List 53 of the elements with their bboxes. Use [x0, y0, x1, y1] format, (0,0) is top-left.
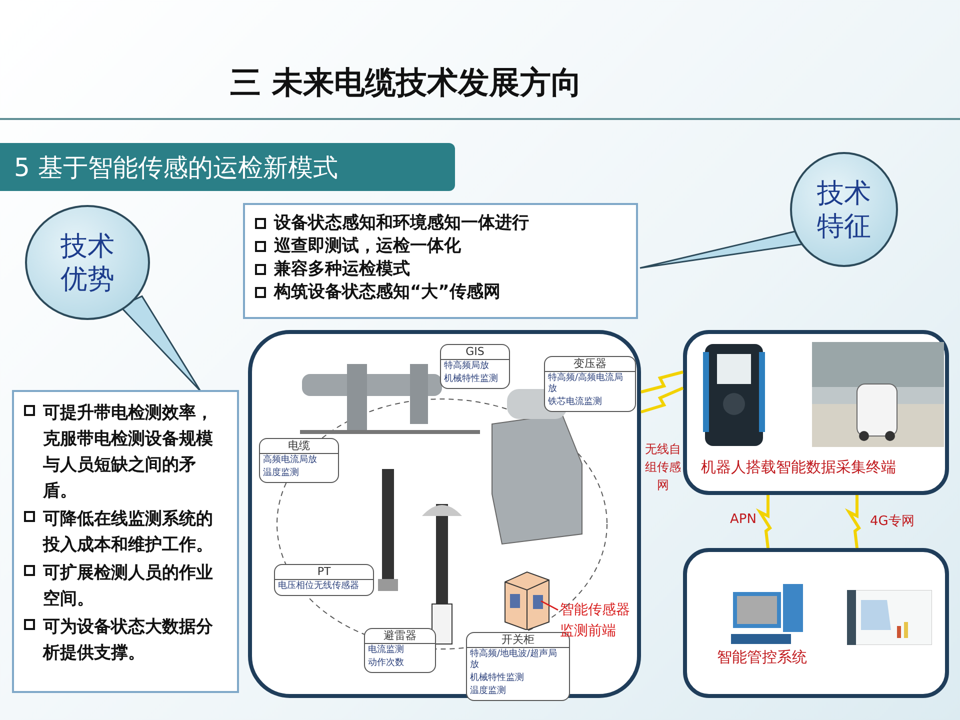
feature-list-box: [243, 203, 638, 319]
list-item-text: 巡查即测试，运检一体化: [274, 236, 461, 257]
callout-text: 特高频/地电波/超声局放: [469, 648, 558, 672]
screenshot-picture: [847, 590, 932, 645]
slide-title: 三 未来电缆技术发展方向: [230, 64, 582, 103]
equipment-callout: [259, 438, 339, 483]
equipment-panel: [248, 330, 641, 698]
callout-text: 温度监测: [262, 467, 300, 480]
list-item-text: 可提升带电检测效率，克服带电检测设备规模与人员短缺之间的矛盾。: [43, 402, 214, 503]
callout-text: 机械特性监测: [469, 672, 525, 685]
equipment-callout: [440, 344, 510, 389]
list-item-text: 可降低在线监测系统的投入成本和维护工作。: [43, 508, 214, 557]
callout-text: 高频电流局放: [262, 454, 318, 467]
equipment-callout: [544, 356, 636, 412]
callout-text: 电压相位无线传感器: [277, 580, 360, 593]
leader-line: [540, 600, 558, 611]
list-item-text: 构筑设备状态感知“大”传感网: [274, 282, 500, 303]
list-item-text: 可为设备状态大数据分析提供支撑。: [43, 616, 214, 665]
wireless-link: [640, 370, 684, 394]
callout-heading: 变压器: [545, 357, 635, 372]
section-tab: [0, 143, 455, 191]
wireless-link: [756, 495, 772, 548]
wireless-link: [640, 386, 684, 414]
equipment-callout: [364, 628, 436, 673]
callout-text: 机械特性监测: [443, 373, 499, 386]
callout-text: 动作次数: [367, 657, 405, 670]
list-item-text: 可扩展检测人员的作业空间。: [43, 562, 214, 611]
callout-text: 铁芯电流监测: [547, 396, 603, 409]
wireless-link: [844, 495, 861, 548]
callout-text: 电流监测: [367, 644, 405, 657]
edge-label: APN: [729, 512, 758, 527]
callout-text: 特高频局放: [443, 360, 490, 373]
list-item-text: 兼容多种运检模式: [274, 259, 410, 280]
computer-icon: [731, 582, 806, 647]
list-item-text: 设备状态感知和环境感知一体进行: [274, 213, 529, 234]
advantage-list-box: [12, 390, 239, 693]
robot-photo: [812, 342, 944, 447]
callout-heading: PT: [275, 565, 373, 580]
panel-caption: 机器人搭载智能数据采集终端: [701, 458, 896, 477]
panel-caption: 智能管控系统: [717, 648, 807, 667]
bubble-text: 技术优势: [60, 230, 116, 296]
section-heading: 5 基于智能传感的运检新模式: [14, 152, 338, 184]
system-panel: [683, 548, 949, 698]
network-label: 无线自组传感网: [645, 441, 681, 494]
handheld-device-picture: [703, 342, 765, 448]
equipment-callout: [274, 564, 374, 596]
callout-heading: 电缆: [260, 439, 338, 454]
callout-heading: GIS: [441, 345, 509, 360]
bubble-text: 技术特征: [816, 176, 872, 242]
edge-label: 4G专网: [869, 513, 916, 530]
callout-text: 温度监测: [469, 685, 507, 698]
callout-text: 特高频/高频电流局放: [547, 372, 624, 396]
system-panel: [683, 330, 949, 495]
